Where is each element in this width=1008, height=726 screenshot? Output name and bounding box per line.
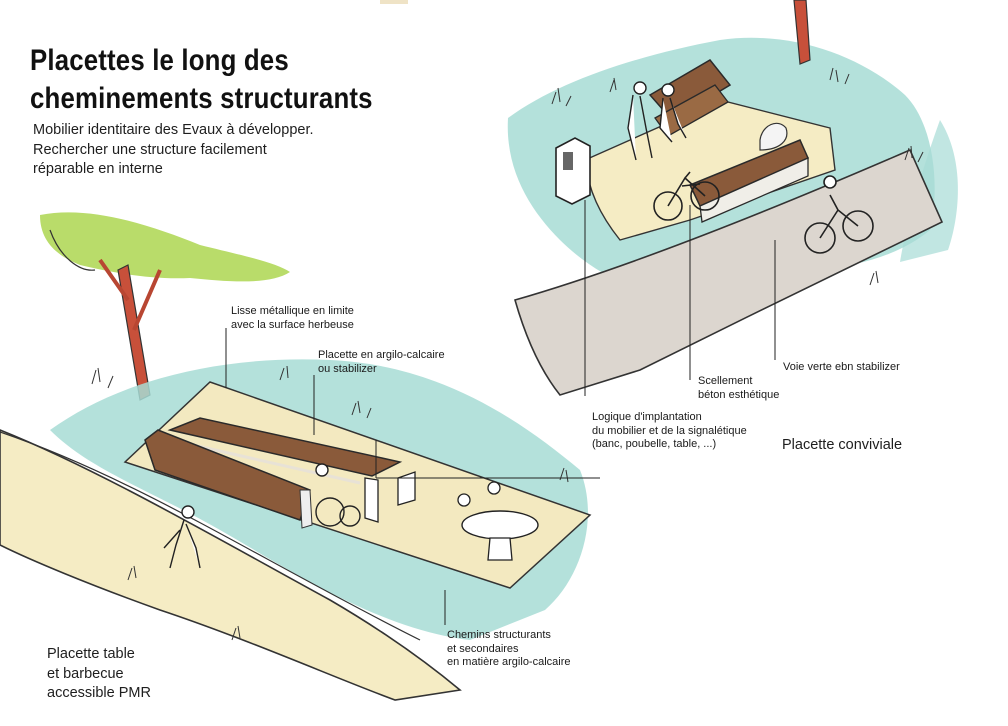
annotation-voie-verte: Voie verte ebn stabilizer [783,361,900,375]
label-placette-conviviale-text: Placette conviviale [782,437,903,453]
title-line-1: Placettes le long des [30,44,289,77]
label-placette-table-line-3: accessible PMR [47,685,151,701]
annotation-scellement-line-1: Scellement [698,375,753,387]
annotation-placette-argilo-line-2: ou stabilizer [318,362,377,375]
label-placette-conviviale: Placette conviviale [782,436,902,456]
label-placette-table-line-1: Placette table [47,646,135,662]
annotation-chemins-line-3: en matière argilo-calcaire [447,656,571,668]
annotation-lisse: Lisse métallique en limite avec la surfa… [231,305,354,332]
annotation-logique-line-1: Logique d'implantation [592,411,702,423]
annotation-scellement-line-2: béton esthétique [698,388,780,401]
annotation-placette-argilo-line-1: Placette en argilo-calcaire [318,349,445,361]
annotation-lisse-line-2: avec la surface herbeuse [231,318,354,331]
annotation-logique-line-2: du mobilier et de la signalétique [592,424,747,437]
annotation-logique-line-3: (banc, poubelle, table, ...) [592,438,717,450]
placette-table-scene [0,212,600,701]
label-placette-table: Placette table et barbecue accessible PM… [47,645,151,704]
placette-conviviale-scene [507,0,958,396]
subtitle-line-3: réparable en interne [33,161,163,177]
subtitle-line-1: Mobilier identitaire des Evaux à dévelop… [33,122,314,138]
subtitle: Mobilier identitaire des Evaux à dévelop… [33,121,314,180]
page-title: Placettes le long des cheminements struc… [30,42,373,118]
annotation-voie-verte-line-1: Voie verte ebn stabilizer [783,361,900,373]
label-placette-table-line-2: et barbecue [47,665,124,682]
annotation-scellement: Scellement béton esthétique [698,375,779,402]
subtitle-line-2: Rechercher une structure facilement [33,141,267,158]
annotation-chemins-line-1: Chemins structurants [447,629,551,641]
annotation-placette-argilo: Placette en argilo-calcaire ou stabilize… [318,349,445,376]
annotation-lisse-line-1: Lisse métallique en limite [231,305,354,317]
title-line-2: cheminements structurants [30,82,373,115]
annotation-logique: Logique d'implantation du mobilier et de… [592,411,747,452]
annotation-chemins-line-2: et secondaires [447,642,519,655]
annotation-chemins: Chemins structurants et secondaires en m… [447,629,571,670]
